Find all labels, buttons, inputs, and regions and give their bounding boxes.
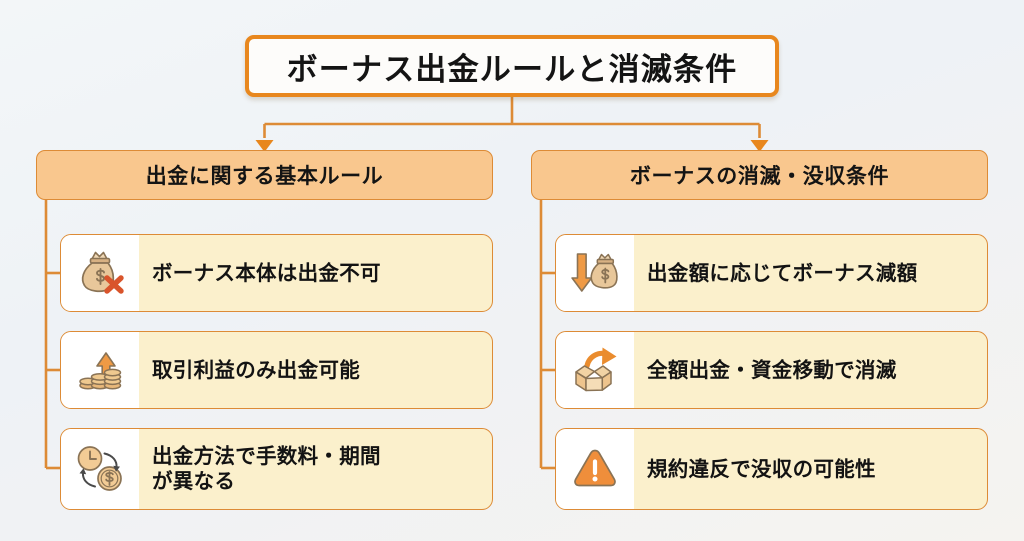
column-header-right: ボーナスの消滅・没収条件	[531, 150, 988, 200]
open-box-arrow-out-icon	[556, 332, 634, 408]
item-card-label: 出金額に応じてボーナス減額	[647, 260, 918, 285]
item-card: 出金方法で手数料・期間が異なる	[60, 428, 493, 510]
item-card-label: 取引利益のみ出金可能	[152, 357, 360, 382]
item-card: ボーナス本体は出金不可	[60, 234, 493, 312]
diagram-title-box: ボーナス出金ルールと消滅条件	[245, 35, 779, 97]
money-bag-cross-icon	[61, 235, 139, 311]
down-arrow-money-bag-icon	[556, 235, 634, 311]
column-header-right-label: ボーナスの消滅・没収条件	[629, 164, 890, 188]
column-header-left-label: 出金に関する基本ルール	[145, 164, 384, 188]
item-card-label: 全額出金・資金移動で消滅	[647, 357, 897, 382]
item-card: 出金額に応じてボーナス減額	[555, 234, 988, 312]
item-card-label: 規約違反で没収の可能性	[647, 456, 876, 481]
column-header-left: 出金に関する基本ルール	[36, 150, 493, 200]
item-card: 全額出金・資金移動で消滅	[555, 331, 988, 409]
item-card-label: ボーナス本体は出金不可	[152, 260, 381, 285]
item-card: 規約違反で没収の可能性	[555, 428, 988, 510]
coin-stack-up-arrow-icon	[61, 332, 139, 408]
item-card: 取引利益のみ出金可能	[60, 331, 493, 409]
clock-dollar-exchange-icon	[61, 429, 139, 509]
warning-triangle-icon	[556, 429, 634, 509]
item-card-label: 出金方法で手数料・期間が異なる	[152, 444, 381, 493]
page-title: ボーナス出金ルールと消滅条件	[286, 51, 738, 88]
